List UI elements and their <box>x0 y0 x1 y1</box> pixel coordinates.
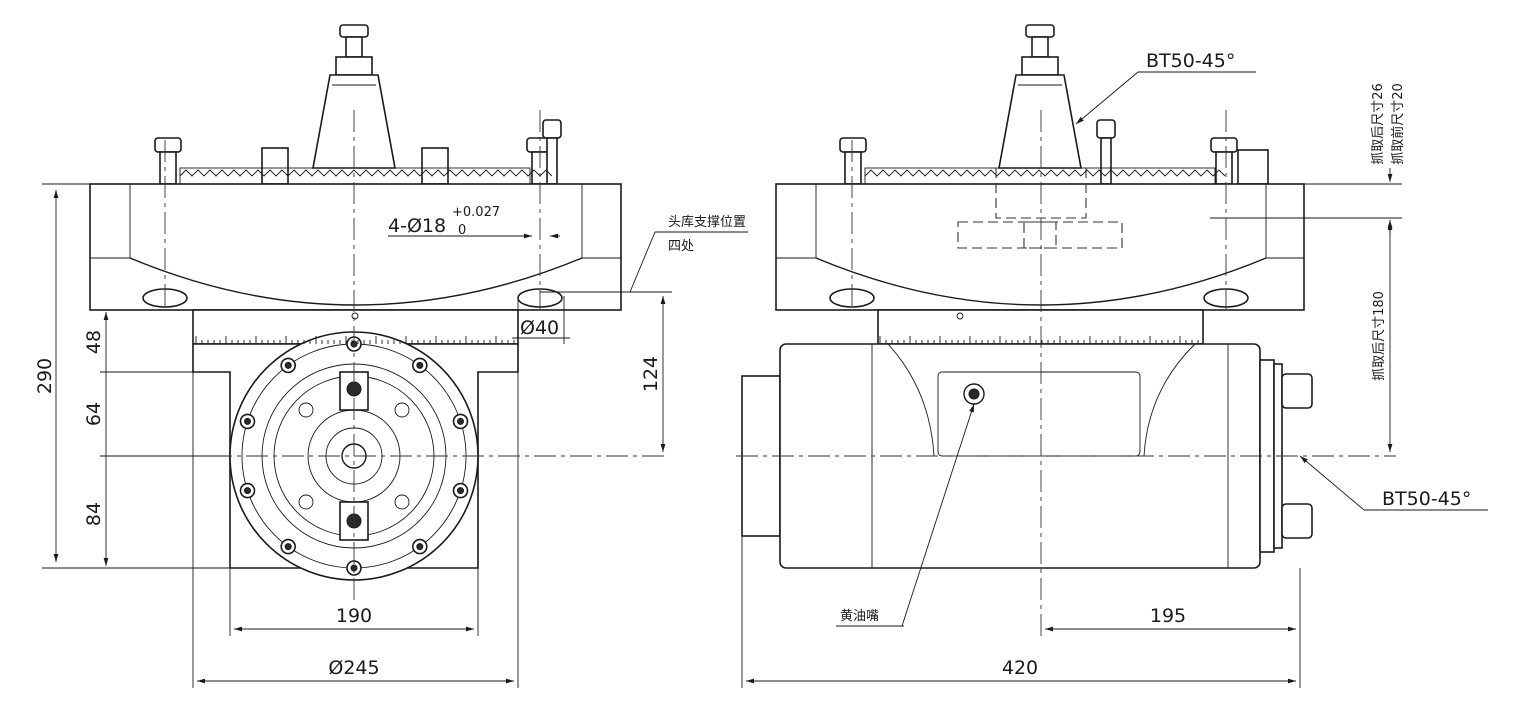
scale-ring-right <box>877 309 1204 345</box>
pull-stud-right <box>998 24 1082 169</box>
flange-bolt-head <box>457 487 464 495</box>
dim-124: 124 <box>640 356 662 392</box>
scale-ticks <box>879 336 1199 344</box>
label-grease-nipple: 黄油嘴 <box>840 609 879 624</box>
dim-holes: 4-Ø18 <box>388 215 446 237</box>
flange-bolt-head <box>244 487 251 495</box>
dim-64: 64 <box>83 402 105 426</box>
label-grab-front-20: 抓取前尺寸20 <box>1390 83 1406 165</box>
gear-strip-left <box>179 167 553 185</box>
scale-ticks <box>195 336 515 344</box>
left-dimensions: 290 48 64 84 124 190 Ø245 4-Ø18 +0.027 0 <box>34 183 748 688</box>
main-plate-right <box>775 168 1305 311</box>
dim-84: 84 <box>83 502 105 526</box>
label-grab-rear-180: 抓取后尺寸180 <box>1372 291 1387 381</box>
flange-bolt-head <box>244 417 251 425</box>
main-plate-left <box>89 183 622 311</box>
dim-195: 195 <box>1150 605 1186 627</box>
dim-290: 290 <box>34 358 56 394</box>
label-grab-rear-26: 抓取后尺寸26 <box>1371 83 1386 165</box>
label-support-position: 头库支撑位置 <box>668 214 746 230</box>
locating-pin-left-2 <box>526 119 562 185</box>
dim-190: 190 <box>336 605 372 627</box>
flange-bolt-head <box>416 361 424 369</box>
dim-dia-245: Ø245 <box>328 657 379 679</box>
right-dimensions: BT50-45° BT50-45° 抓取后尺寸26 抓取前尺寸20 抓取后尺寸1… <box>741 50 1488 688</box>
key-block-left-1 <box>261 147 289 185</box>
label-support-count: 四处 <box>668 239 694 254</box>
locating-pin-left-1 <box>154 137 182 185</box>
flange-bolt-head <box>284 543 292 551</box>
flange-bolt-head <box>457 417 464 425</box>
key-block-left-2 <box>421 147 449 185</box>
label-bt50-top: BT50-45° <box>1146 50 1235 72</box>
locating-pin-right-1 <box>839 137 867 185</box>
label-bt50-right: BT50-45° <box>1382 488 1471 510</box>
gear-strip-right <box>864 167 1226 185</box>
right-side-view <box>736 24 1396 640</box>
dim-tol-upper: +0.027 <box>452 205 500 220</box>
dim-420: 420 <box>1002 657 1038 679</box>
left-front-view <box>89 24 665 600</box>
flange-bolt-head <box>416 543 424 551</box>
dim-48: 48 <box>83 330 105 354</box>
flange-bolt-head <box>284 361 292 369</box>
dim-tol-lower: 0 <box>458 223 466 238</box>
dim-dia-40: Ø40 <box>520 317 559 339</box>
locating-pin-right-2 <box>1096 119 1269 185</box>
